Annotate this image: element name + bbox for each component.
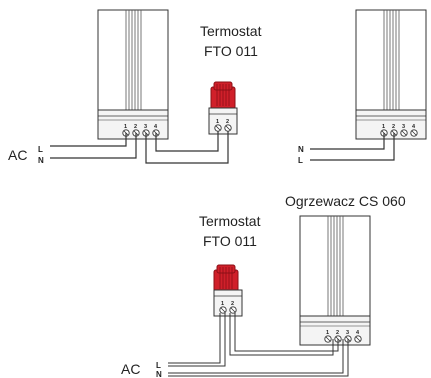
- terminal-number: 1: [326, 330, 329, 336]
- terminal-number: 2: [134, 124, 137, 130]
- terminal-number: 2: [392, 124, 395, 130]
- heater-bottom-label: Ogrzewacz CS 060: [285, 193, 406, 209]
- terminal-number: 1: [124, 124, 127, 130]
- thermostat-bottom-label-line1: Termostat: [199, 213, 261, 229]
- top-wiring: [50, 131, 395, 164]
- ac-top-label: AC: [8, 147, 27, 163]
- terminal-number: 4: [154, 124, 158, 130]
- heater-top-right-terminal-block: 1 2 3 4: [355, 109, 427, 140]
- thermostat-bottom-dial: [213, 264, 239, 293]
- terminal-number: 3: [402, 124, 405, 130]
- terminal-number: 1: [382, 124, 385, 130]
- line-marker: L: [38, 145, 43, 154]
- heater-bottom: [299, 215, 371, 317]
- heater-top-right: [355, 9, 427, 111]
- bottom-wiring: [168, 313, 349, 377]
- line-marker: L: [298, 156, 303, 165]
- ac-bottom-label: AC: [121, 361, 140, 377]
- line-marker: N: [156, 370, 162, 378]
- thermostat-top-terminal-block: 1 2: [208, 107, 238, 135]
- heater-top-left-terminal-block: 1 2 3 4: [97, 109, 169, 140]
- terminal-number: 4: [356, 330, 360, 336]
- heater-top-left: [97, 9, 169, 111]
- terminal-number: 4: [412, 124, 416, 130]
- terminal-number: 1: [216, 119, 219, 125]
- line-marker: L: [156, 361, 161, 370]
- terminal-number: 3: [144, 124, 147, 130]
- thermostat-top-label-line2: FTO 011: [204, 43, 258, 59]
- thermostat-bottom-label-line2: FTO 011: [203, 233, 257, 249]
- thermostat-top-label-line1: Termostat: [200, 23, 262, 39]
- thermostat-top-dial: [210, 81, 236, 110]
- line-marker: N: [38, 156, 44, 165]
- terminal-number: 2: [336, 330, 339, 336]
- thermostat-bottom-terminal-block: 1 2: [213, 289, 243, 317]
- terminal-number: 1: [221, 301, 224, 307]
- line-marker: N: [298, 145, 304, 154]
- heater-bottom-terminal-block: 1 2 3 4: [299, 315, 371, 346]
- terminal-number: 2: [231, 301, 234, 307]
- terminal-number: 3: [346, 330, 349, 336]
- terminal-number: 2: [226, 119, 229, 125]
